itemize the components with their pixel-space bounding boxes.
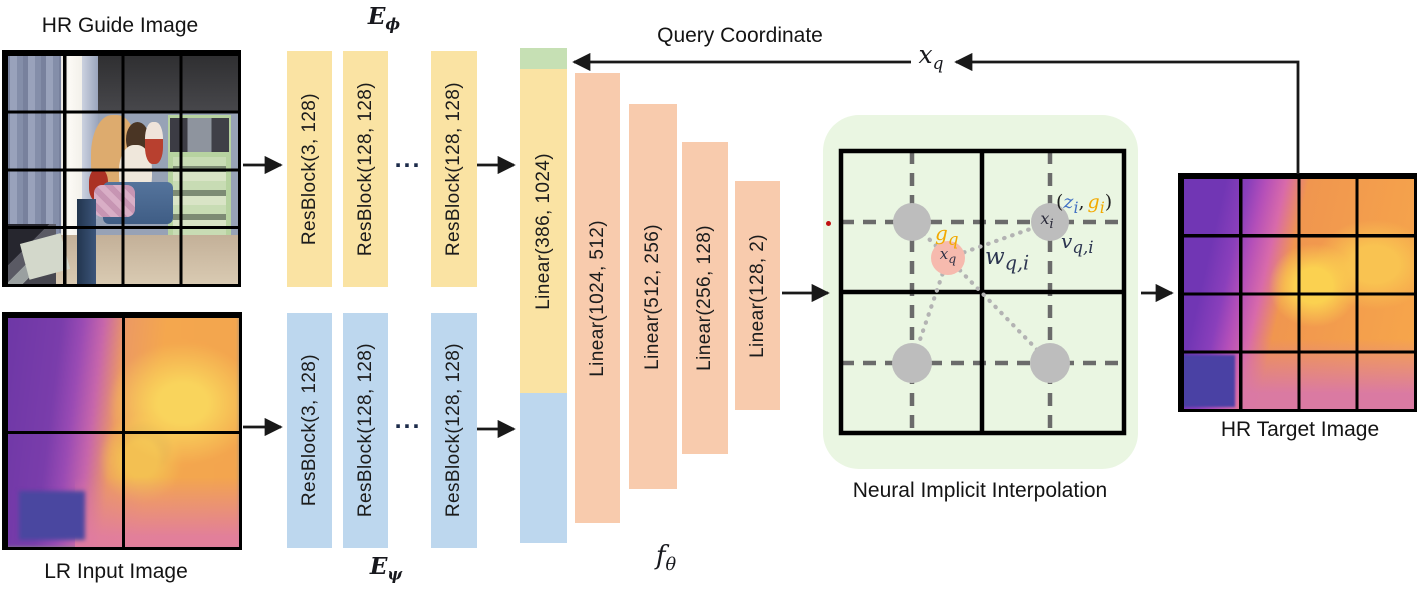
- mlp-layer-1: Linear(386, 1024): [520, 48, 567, 543]
- resblock-bottom-3: ResBlock(128, 128): [431, 313, 477, 548]
- coordinate-slot: [520, 48, 567, 69]
- query-coordinate-label: Query Coordinate: [657, 24, 823, 47]
- encoder-bottom-symbol: Eψ: [369, 553, 403, 584]
- hr-guide-label: HR Guide Image: [41, 14, 199, 37]
- mlp-symbol: fθ: [655, 541, 677, 576]
- g-q-label: gq: [935, 221, 959, 249]
- hr-target-image: [1178, 173, 1417, 412]
- guide-feature-slot: Linear(386, 1024): [520, 69, 567, 393]
- red-dot-marker: [826, 221, 831, 226]
- lr-input-image: [2, 312, 242, 550]
- hr-guide-image: [2, 50, 241, 287]
- ellipsis-top: ...: [394, 145, 422, 173]
- latent-tuple-label: (zi,gi): [1056, 191, 1113, 217]
- ellipsis-bottom: ...: [394, 406, 422, 434]
- resblock-top-3: ResBlock(128, 128): [431, 51, 477, 287]
- w-qi-label: wq,i: [985, 244, 1030, 275]
- lr-input-label: LR Input Image: [44, 560, 188, 583]
- lr-input-grid: [5, 315, 239, 547]
- mlp-layer-5: Linear(128, 2): [735, 181, 780, 410]
- encoder-top-symbol: Eϕ: [367, 3, 401, 34]
- query-x-label: xq: [918, 40, 944, 74]
- resblock-bottom-2: ResBlock(128, 128): [343, 313, 388, 548]
- mlp-layer-2: Linear(1024, 512): [575, 73, 620, 523]
- resblock-top-1: ResBlock(3, 128): [287, 51, 332, 287]
- mlp-layer-3: Linear(512, 256): [629, 104, 677, 489]
- mlp-layer-4: Linear(256, 128): [682, 142, 728, 454]
- hr-target-grid: [1181, 176, 1414, 409]
- hr-target-label: HR Target Image: [1220, 418, 1380, 441]
- resblock-top-2: ResBlock(128, 128): [343, 51, 388, 287]
- v-qi-label: vq,i: [1061, 229, 1094, 257]
- x-i-point-label: xi: [1040, 209, 1054, 233]
- query-point: [931, 241, 965, 275]
- input-feature-slot: [520, 393, 567, 543]
- hr-guide-grid: [5, 53, 238, 284]
- x-q-point-label: xq: [939, 245, 957, 266]
- interpolation-panel: gq xq xi (zi,gi) vq,i wq,i: [823, 115, 1138, 469]
- resblock-bottom-1: ResBlock(3, 128): [287, 313, 332, 548]
- interpolation-figure: [838, 148, 1127, 436]
- interpolation-label: Neural Implicit Interpolation: [852, 479, 1108, 502]
